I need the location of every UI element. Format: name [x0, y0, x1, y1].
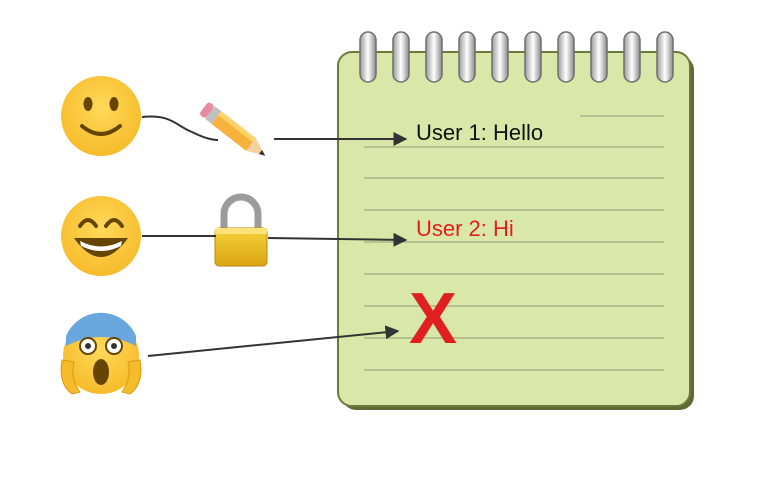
screaming-face-icon [60, 312, 142, 395]
arrow-lock-to-entry2 [267, 232, 408, 247]
arrow-face3-to-notepad [147, 325, 400, 357]
grinning-face-icon [61, 196, 141, 276]
notepad [337, 31, 694, 410]
spiral-ring [590, 31, 608, 83]
entry-user2: User 2: Hi [416, 216, 514, 241]
connector-face1-to-pencil [141, 115, 219, 141]
ruled-lines [364, 115, 664, 371]
spiral-ring [557, 31, 575, 83]
padlock-icon [214, 193, 268, 267]
entry-user1: User 1: Hello [416, 120, 544, 145]
spiral-ring [458, 31, 476, 83]
spiral-ring [392, 31, 410, 83]
pencil-icon [200, 102, 266, 156]
spiral-ring [425, 31, 443, 83]
spiral-rings [359, 31, 674, 83]
spiral-ring [524, 31, 542, 83]
spiral-ring [656, 31, 674, 83]
spiral-ring [491, 31, 509, 83]
spiral-ring [359, 31, 377, 83]
spiral-ring [623, 31, 641, 83]
smiling-face-icon [61, 76, 141, 156]
red-x-icon: X [409, 279, 457, 359]
connectors [141, 115, 408, 357]
